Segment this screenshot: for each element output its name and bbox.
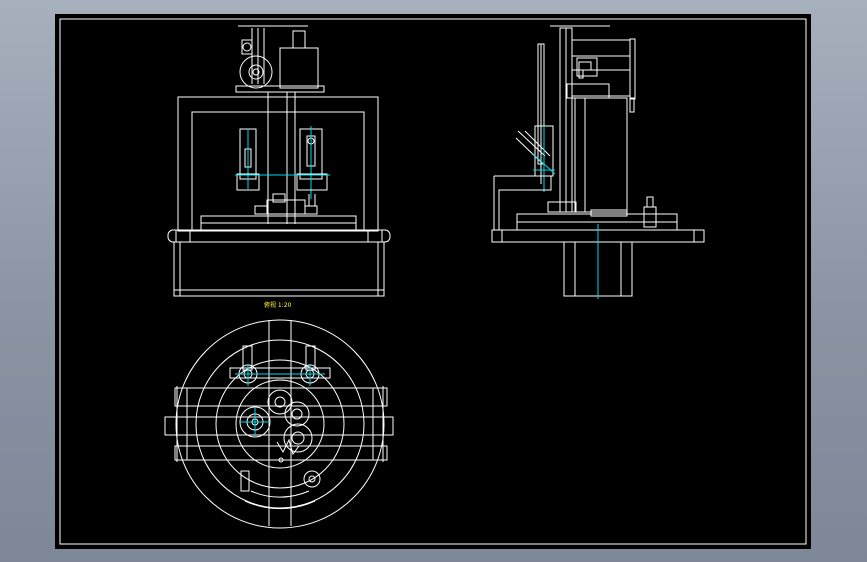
cad-drawing: 俯视 1:20	[59, 18, 807, 545]
drawing-frame	[59, 18, 807, 545]
front-view	[167, 25, 391, 297]
side-view	[491, 25, 705, 299]
drawing-sheet: 俯视 1:20	[55, 14, 811, 549]
top-view	[164, 319, 394, 529]
section-label: 俯视 1:20	[264, 301, 292, 309]
